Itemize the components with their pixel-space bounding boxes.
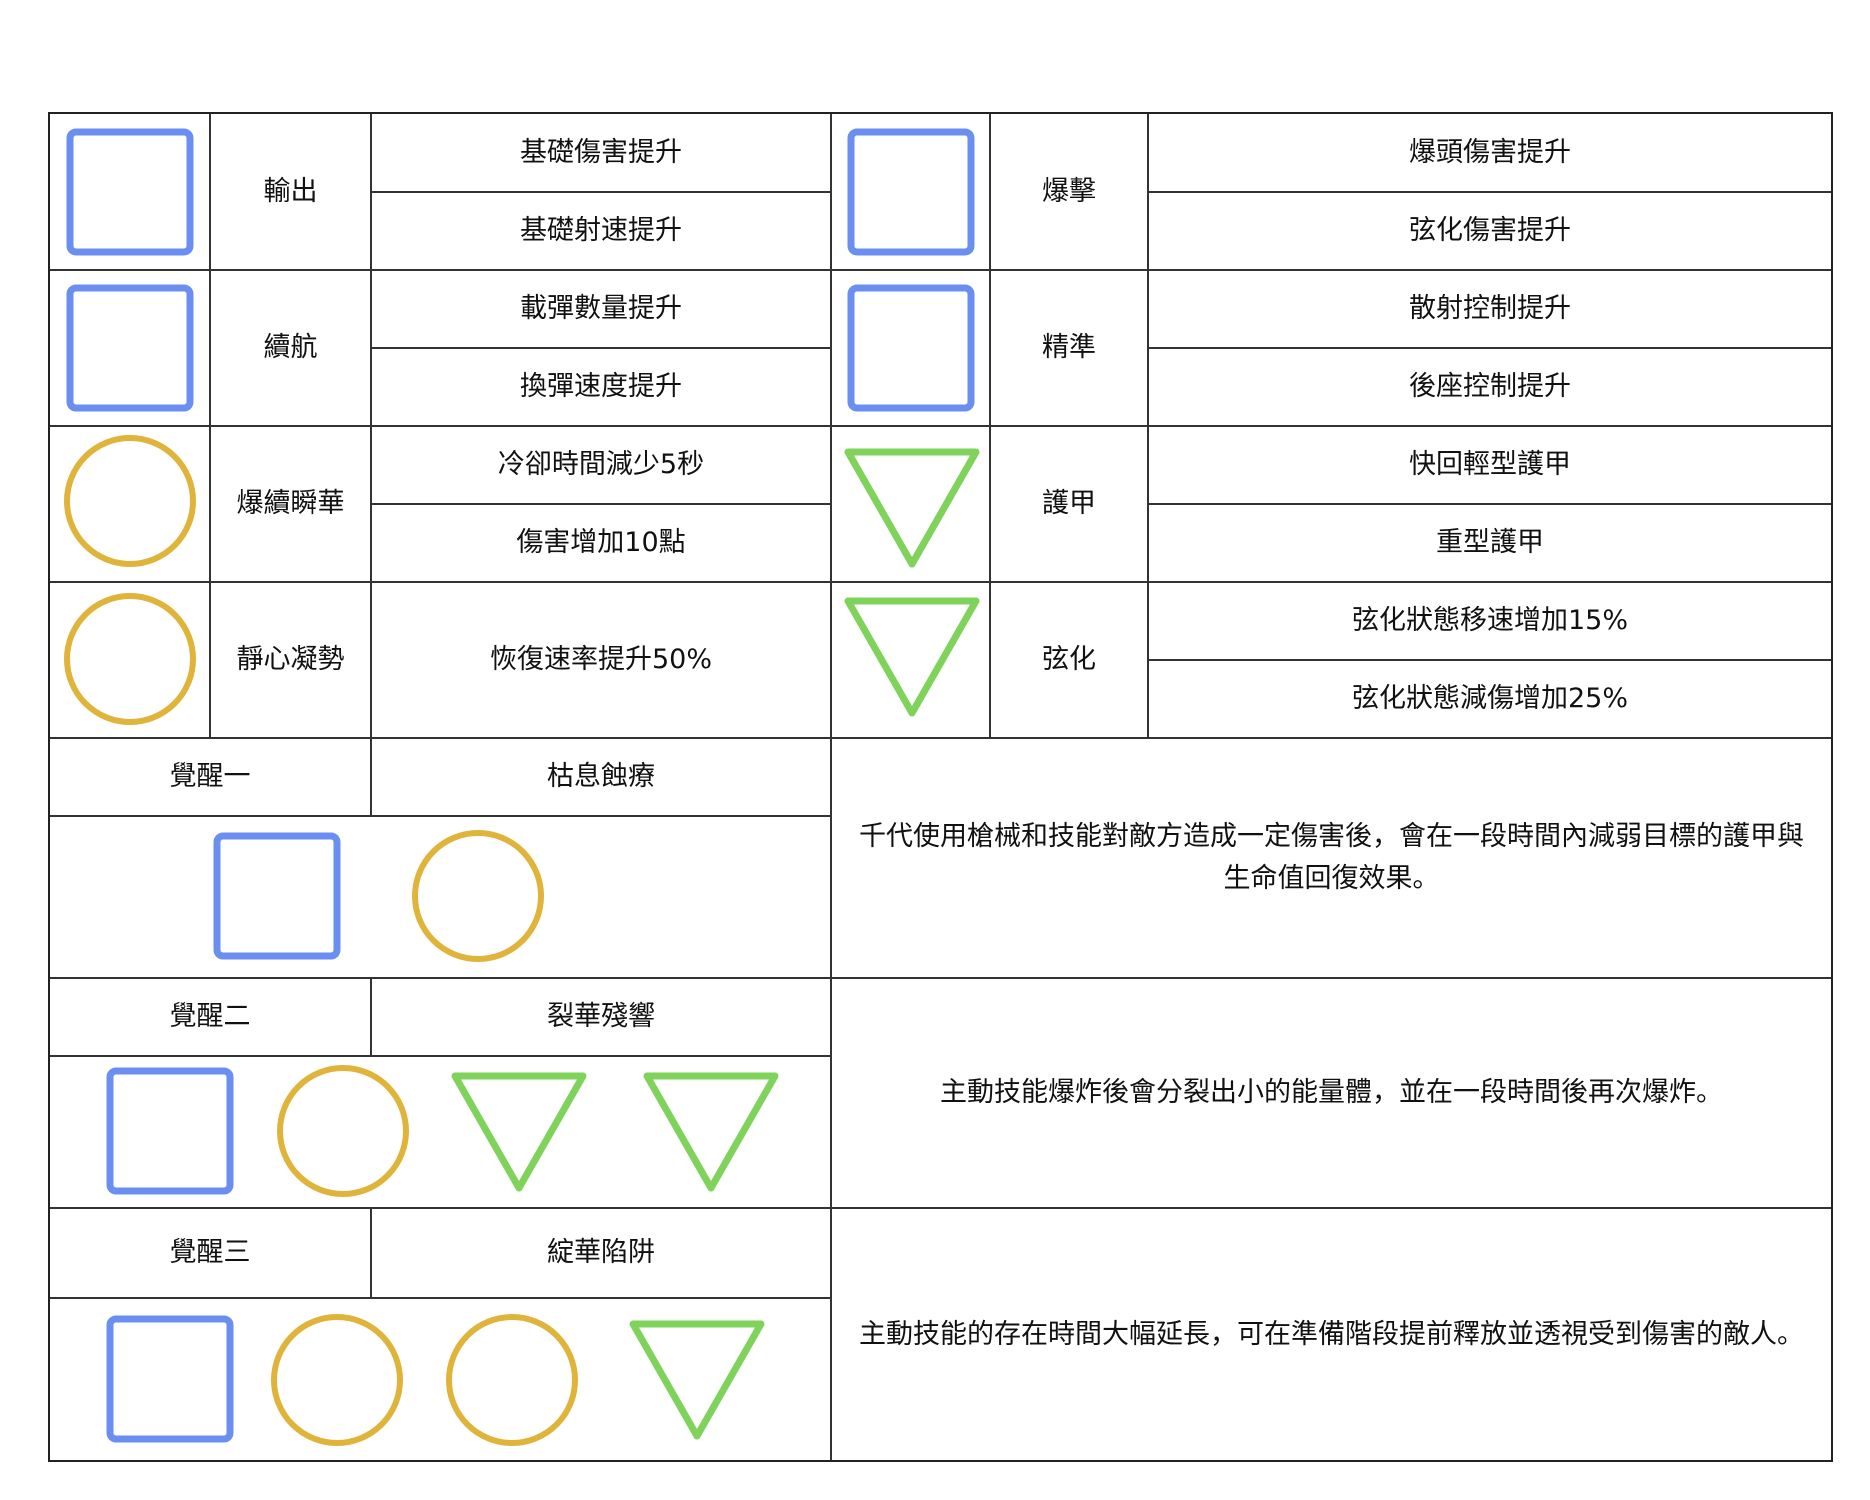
circle-icon <box>446 1314 578 1446</box>
awakening-header-divider <box>50 1055 832 1057</box>
col-divider <box>370 1207 372 1297</box>
awakening-description: 千代使用槍械和技能對敵方造成一定傷害後，會在一段時間內減弱目標的護甲與生命值回復… <box>859 821 1804 894</box>
col-divider <box>370 977 372 1055</box>
triangle-icon <box>844 448 980 568</box>
attribute-effect: 傷害增加10點 <box>516 527 686 558</box>
square-icon <box>106 1315 234 1443</box>
row-divider <box>50 269 1831 271</box>
attribute-name: 爆擊 <box>1042 175 1096 207</box>
circle-icon <box>412 830 544 962</box>
awakening-header-divider <box>50 1297 832 1299</box>
attribute-effect: 基礎傷害提升 <box>520 136 682 168</box>
effect-divider <box>1149 659 1831 661</box>
effect-divider <box>1149 347 1831 349</box>
attribute-effect: 快回輕型護甲 <box>1409 449 1571 480</box>
attribute-name: 靜心凝勢 <box>236 644 345 675</box>
effect-divider <box>1149 503 1831 505</box>
circle-icon <box>64 435 196 567</box>
row-divider <box>50 581 1831 583</box>
attribute-effect: 弦化狀態移速增加15% <box>1351 605 1628 636</box>
attribute-name: 弦化 <box>1042 644 1096 675</box>
triangle-icon <box>451 1072 587 1192</box>
attribute-name: 爆續瞬華 <box>236 488 345 519</box>
triangle-icon <box>844 597 980 717</box>
effect-divider <box>372 347 832 349</box>
square-icon <box>213 832 341 960</box>
circle-icon <box>277 1065 409 1197</box>
awakening-divider <box>50 977 1831 979</box>
triangle-icon <box>643 1072 779 1192</box>
square-icon <box>847 128 975 256</box>
effect-divider <box>372 503 832 505</box>
awakening-name: 綻華陷阱 <box>547 1237 655 1268</box>
attribute-effect: 散射控制提升 <box>1409 293 1571 324</box>
circle-icon <box>64 593 196 725</box>
awakening-name: 裂華殘響 <box>547 1001 655 1032</box>
row-divider <box>50 425 1831 427</box>
awakening-name: 枯息蝕療 <box>547 761 655 792</box>
attribute-effect: 後座控制提升 <box>1409 371 1571 402</box>
awakening-level: 覺醒三 <box>169 1237 251 1268</box>
effect-divider <box>1149 191 1831 193</box>
attribute-effect: 基礎射速提升 <box>520 215 682 246</box>
square-icon <box>847 284 975 412</box>
awakening-level: 覺醒一 <box>169 761 251 792</box>
col-divider <box>370 114 372 737</box>
col-divider <box>830 114 832 1460</box>
col-divider <box>370 737 372 815</box>
awakening-description: 主動技能的存在時間大幅延長，可在準備階段提前釋放並透視受到傷害的敵人。 <box>859 1318 1804 1350</box>
attribute-effect: 換彈速度提升 <box>520 371 682 402</box>
square-icon <box>106 1067 234 1195</box>
attribute-name: 續航 <box>263 332 318 363</box>
square-icon <box>66 284 194 412</box>
attribute-effect: 恢復速率提升50% <box>489 644 712 675</box>
attribute-effect: 弦化狀態減傷增加25% <box>1351 683 1628 714</box>
attribute-effect: 載彈數量提升 <box>520 293 682 324</box>
awakening-description: 主動技能爆炸後會分裂出小的能量體，並在一段時間後再次爆炸。 <box>940 1077 1723 1108</box>
row-divider <box>50 737 1831 739</box>
col-divider <box>209 114 211 737</box>
attribute-effect: 爆頭傷害提升 <box>1409 136 1571 168</box>
square-icon <box>66 128 194 256</box>
attribute-name: 護甲 <box>1042 488 1096 519</box>
attribute-name: 輸出 <box>263 175 318 207</box>
awakening-header-divider <box>50 815 832 817</box>
col-divider <box>1147 114 1149 737</box>
circle-icon <box>271 1314 403 1446</box>
attribute-effect: 重型護甲 <box>1436 527 1544 558</box>
awakening-level: 覺醒二 <box>169 1001 251 1032</box>
attribute-name: 精準 <box>1042 332 1096 363</box>
awakening-divider <box>50 1207 1831 1209</box>
triangle-icon <box>629 1320 765 1440</box>
attribute-awakening-table: 輸出 基礎傷害提升 基礎射速提升 續航 載彈數量提升 換彈速度提升 爆續瞬華 冷… <box>48 112 1833 1462</box>
attribute-effect: 冷卻時間減少5秒 <box>497 449 705 480</box>
attribute-effect: 弦化傷害提升 <box>1409 215 1571 246</box>
effect-divider <box>372 191 832 193</box>
col-divider <box>989 114 991 737</box>
